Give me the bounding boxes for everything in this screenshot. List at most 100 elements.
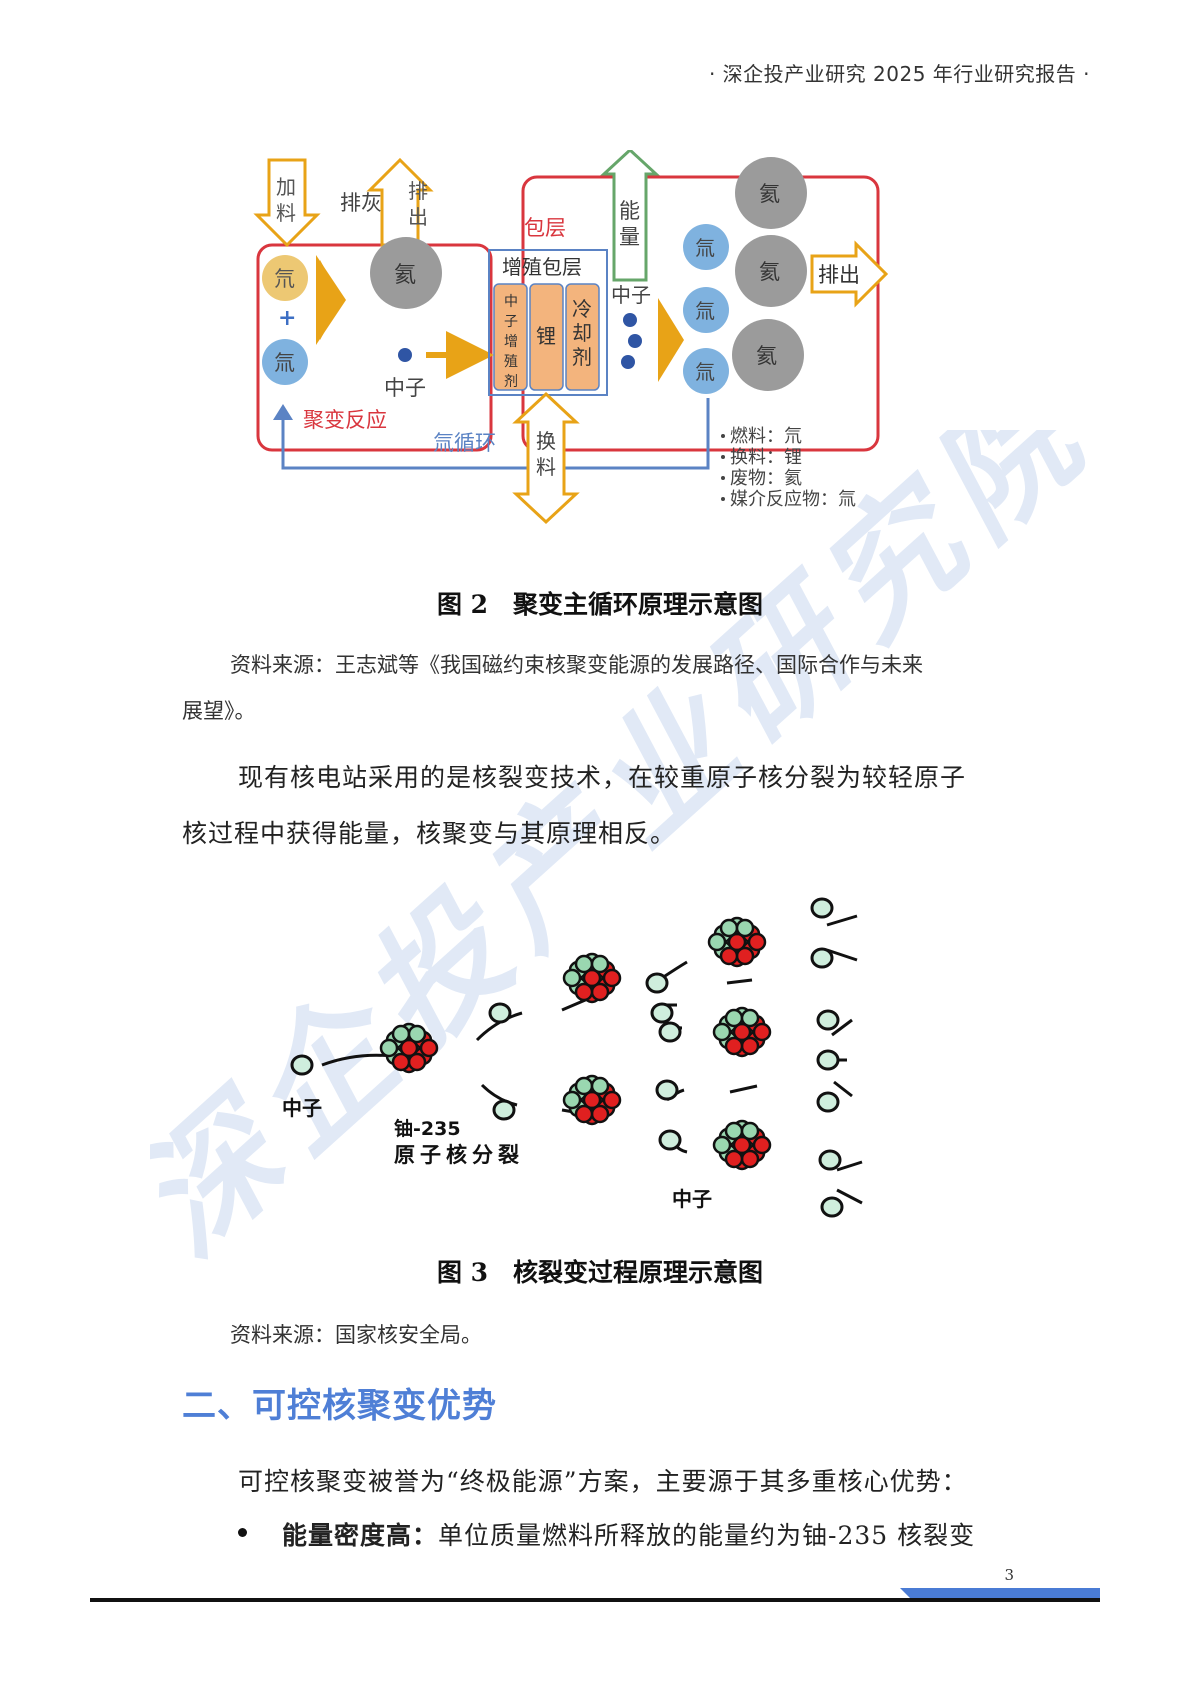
neutron-14 [818,1149,842,1171]
figure-3-source: 资料来源：国家核安全局。 [230,1323,482,1347]
tritium-atom-left [262,339,308,385]
helium-atom-left [370,237,442,309]
neutron-dot-left [398,348,412,362]
exhaust-arrow [810,240,889,308]
figure-2-source-line-1: 资料来源：王志斌等《我国磁约束核聚变能源的发展路径、国际合作与未来 [230,653,923,677]
helium-atom-r3 [732,319,804,391]
nucleus-3 [562,1074,622,1126]
figure-3-caption: 图 3 核裂变过程原理示意图 [436,1258,764,1287]
legend-item-4: 媒介反应物：氚 [730,489,856,510]
nucleus-1 [379,1022,439,1074]
neutron-10 [810,947,834,969]
svg-text:却: 却 [572,321,592,345]
svg-text:剂: 剂 [504,374,518,390]
neutron-6 [650,1002,674,1024]
lithium-label: 锂 [536,324,556,348]
fission-label: 原子核分裂 [394,1143,524,1167]
neutron-2 [488,1002,512,1024]
tritium-atom-r3 [683,348,729,394]
helium-label-left: 氦 [394,263,416,288]
svg-text:氚: 氚 [695,299,715,323]
svg-text:量: 量 [619,225,640,249]
tritium-cycle-line [281,398,710,470]
helium-atom-r2 [735,235,807,307]
plus-sign: + [278,305,296,331]
feed-label-2: 料 [276,201,296,225]
svg-text:料: 料 [536,455,556,479]
running-header: · 深企投产业研究 2025 年行业研究报告 · [708,62,1090,86]
neutron-5 [658,1021,682,1043]
fusion-reaction-label: 聚变反应 [303,408,387,432]
neutron-4 [645,972,669,994]
nucleus-4 [707,916,767,968]
neutron-15 [820,1196,844,1218]
uranium-label: 铀-235 [394,1117,461,1140]
neutron-7 [655,1079,679,1101]
tritium-atom-r2 [683,287,729,333]
fission-chain-diagram: 中子 铀-235 原子核分裂 中子 [282,897,863,1218]
svg-text:氦: 氦 [759,260,780,284]
svg-text:氦: 氦 [756,344,777,368]
svg-text:增: 增 [504,334,518,350]
footer-rule [90,1598,1100,1602]
deuterium-label: 氘 [274,267,295,291]
tritium-atom-r1 [683,224,729,270]
legend-item-3: 废物：氦 [730,468,802,489]
coolant-cell [565,283,600,391]
svg-text:中: 中 [504,294,518,310]
neutron-label-bottom: 中子 [672,1187,712,1211]
ash-out-label-2: 出 [408,205,428,229]
svg-text:氦: 氦 [759,182,780,206]
intro-paragraph-line-1: 现有核电站采用的是核裂变技术，在较重原子核分裂为较轻原子 [238,763,967,792]
ash-label: 排灰 [340,191,382,215]
fusion-cycle-diagram: 加 料 排 出 排灰 氘 + 氚 氦 中子 聚变反应 包层 增殖包层 中 子 增… [253,150,889,525]
neutron-3 [492,1099,516,1121]
svg-text:换: 换 [536,429,556,453]
svg-text:能: 能 [619,199,640,223]
figure-2-source-line-2: 展望》。 [182,699,256,723]
legend-item-2: 换料：锂 [730,447,802,468]
helium-atom-r1 [735,157,807,229]
blanket-chevron [658,298,684,382]
section-intro: 可控核聚变被誉为“终极能源”方案，主要源于其多重核心优势： [238,1467,968,1496]
section-heading: 二、可控核聚变优势 [182,1386,497,1426]
nucleus-6 [712,1119,772,1171]
neutron-13 [816,1091,840,1113]
bullet-item: 能量密度高：单位质量燃料所释放的能量约为铀-235 核裂变 [282,1508,975,1564]
ash-out-label-1: 排 [408,179,428,203]
svg-text:殖: 殖 [504,353,518,370]
neutron-dot-r1 [623,313,637,327]
svg-text:氚: 氚 [695,236,715,260]
energy-arrow [600,150,660,282]
deuterium-atom [262,255,308,301]
neutron-1 [290,1054,314,1076]
tritium-label-left: 氚 [274,351,295,375]
neutron-label-left: 中子 [384,376,426,400]
feed-arrow [253,158,321,248]
svg-text:冷: 冷 [572,297,592,321]
bullet-dot [238,1528,247,1537]
refuel-arrow [512,391,580,525]
bullet-text: 单位质量燃料所释放的能量约为铀-235 核裂变 [438,1521,976,1550]
svg-text:氚: 氚 [695,360,715,384]
feed-label-1: 加 [276,175,296,199]
neutron-label-left: 中子 [282,1096,322,1120]
footer-accent [900,1588,1100,1600]
neutron-9 [810,897,834,919]
legend-item-1: 燃料：氘 [730,426,802,447]
neutron-11 [816,1009,840,1031]
neutron-dot-r3 [621,355,635,369]
svg-text:剂: 剂 [572,345,592,369]
svg-text:子: 子 [504,314,518,330]
neutron-dot-r2 [628,334,642,348]
lithium-cell [529,283,564,391]
neutron-label-right: 中子 [611,283,651,307]
blanket-label: 包层 [524,216,566,240]
page-number: 3 [1004,1566,1014,1584]
nucleus-2 [562,952,622,1004]
breeding-blanket-label: 增殖包层 [502,255,582,279]
intro-paragraph-line-2: 核过程中获得能量，核聚变与其原理相反。 [182,819,677,848]
neutron-12 [816,1049,840,1071]
multiplier-cell [493,283,528,391]
exhaust-label: 排出 [818,263,860,287]
